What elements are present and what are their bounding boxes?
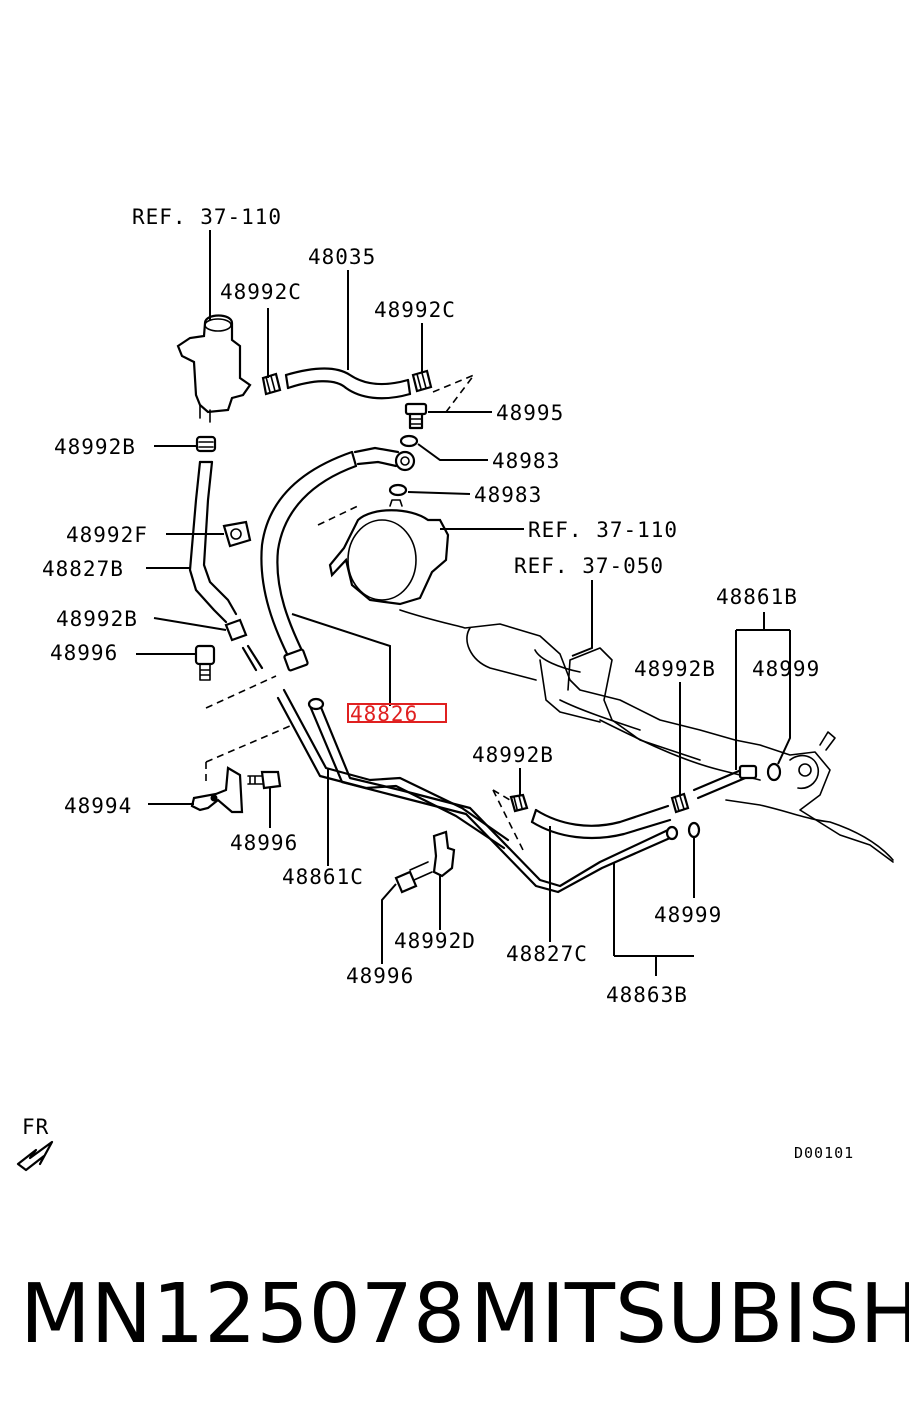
hose-clamp-48992c-left <box>261 372 282 396</box>
label-48992d: 48992D <box>394 929 476 953</box>
bracket-48994 <box>190 766 244 814</box>
clamp-48992f <box>222 520 252 548</box>
bolt-shaft <box>241 644 264 672</box>
label-ref-37-110-top: REF. 37-110 <box>132 205 282 229</box>
gasket-48983-upper <box>399 434 419 448</box>
hose-clamp-48992b-top <box>195 435 217 453</box>
pressure-pipe-48861c <box>276 688 510 850</box>
part-number: MN125078 <box>20 1267 466 1362</box>
leader-lines <box>136 230 791 976</box>
hose-clamp-48992b-lower <box>224 618 248 642</box>
label-48992b-right: 48992B <box>634 657 716 681</box>
guide-line <box>205 675 277 709</box>
label-48827b: 48827B <box>42 557 124 581</box>
hose-clamp-48992b-mid <box>509 793 529 813</box>
label-48996-left: 48996 <box>50 641 118 665</box>
steering-gear-rack <box>399 609 894 863</box>
label-48996-lower: 48996 <box>346 964 414 988</box>
union-bolt-48995 <box>404 402 428 430</box>
hose-clamp-48992b-right <box>670 792 690 814</box>
guide-line <box>432 373 477 417</box>
bolt-48996-left <box>194 644 216 681</box>
return-hose-48035 <box>284 367 412 400</box>
return-hose-48827b <box>188 460 238 624</box>
label-48992c-left: 48992C <box>220 280 302 304</box>
reservoir-tank <box>176 314 252 423</box>
return-pipe-48861b <box>692 762 782 800</box>
front-arrow-icon <box>16 1140 54 1172</box>
label-48826: 48826 <box>350 702 418 726</box>
label-ref-37-050: REF. 37-050 <box>514 554 664 578</box>
label-ref-37-110-mid: REF. 37-110 <box>528 518 678 542</box>
clamp-48992d <box>432 830 456 878</box>
label-48992b-top: 48992B <box>54 435 136 459</box>
bolt-48996-lower <box>394 861 433 894</box>
label-48994: 48994 <box>64 794 132 818</box>
guide-line <box>492 789 525 853</box>
label-48983-upper: 48983 <box>492 449 560 473</box>
pressure-hose-48826 <box>260 446 416 672</box>
label-48992c-right: 48992C <box>374 298 456 322</box>
label-48992b-lower: 48992B <box>56 607 138 631</box>
diagram-code: D00101 <box>794 1144 854 1162</box>
footer: MN125078 MITSUBISHI <box>0 1265 909 1375</box>
label-48827c: 48827C <box>506 942 588 966</box>
label-48992f: 48992F <box>66 523 148 547</box>
return-hose-48827c <box>530 804 672 840</box>
label-48996-center: 48996 <box>230 831 298 855</box>
gasket-48983-lower <box>388 483 408 497</box>
highlight-box <box>347 703 447 723</box>
label-48995: 48995 <box>496 401 564 425</box>
label-fr: FR <box>22 1115 49 1139</box>
label-48861c: 48861C <box>282 865 364 889</box>
bolt-48996-center <box>247 770 282 790</box>
hose-clamp-48992c-right <box>411 369 433 393</box>
label-48999-lower: 48999 <box>654 903 722 927</box>
label-48983-lower: 48983 <box>474 483 542 507</box>
label-48035: 48035 <box>308 245 376 269</box>
label-48992b-mid: 48992B <box>472 743 554 767</box>
power-steering-pump <box>328 499 450 606</box>
guide-line <box>205 725 291 763</box>
label-48999-right: 48999 <box>752 657 820 681</box>
label-48861b: 48861B <box>716 585 798 609</box>
label-48863b: 48863B <box>606 983 688 1007</box>
guide-line <box>317 504 361 526</box>
brand-name: MITSUBISHI <box>470 1267 909 1362</box>
